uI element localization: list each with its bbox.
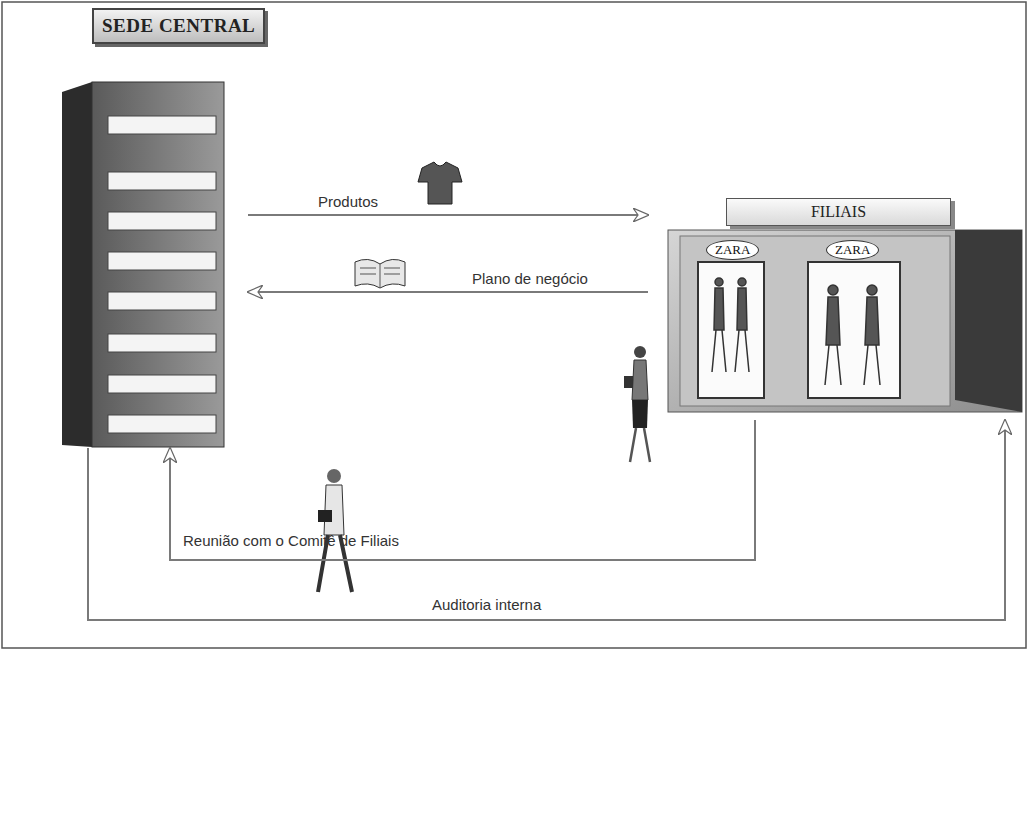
mannequins <box>825 345 841 385</box>
store-building <box>698 262 764 398</box>
book-icon <box>355 259 405 288</box>
mannequins <box>826 297 840 345</box>
headquarters-building <box>108 415 216 433</box>
headquarters-building <box>108 116 216 433</box>
book-icon <box>360 264 400 288</box>
woman-figure <box>630 428 650 462</box>
mannequins <box>867 285 877 295</box>
mannequins <box>738 278 746 286</box>
flow-arrow <box>88 420 1005 620</box>
store-building <box>668 230 1022 412</box>
mannequins <box>715 278 723 286</box>
headquarters-building <box>108 292 216 310</box>
woman-figure <box>634 346 646 358</box>
store-building <box>668 230 1022 412</box>
woman-figure <box>624 346 650 462</box>
mannequins <box>865 297 879 345</box>
book-icon <box>355 259 405 288</box>
store-brand-sign: ZARA <box>826 240 879 260</box>
store-building <box>955 230 1022 412</box>
headquarters-building <box>108 252 216 270</box>
headquarters-building <box>62 82 92 447</box>
woman-figure <box>624 376 633 388</box>
mannequins <box>737 288 747 330</box>
tshirt-icon <box>418 162 462 204</box>
headquarters-building <box>92 82 224 447</box>
headquarters-building <box>108 172 216 190</box>
man-figure <box>318 469 352 592</box>
headquarters-building <box>62 82 224 447</box>
headquarters-node: SEDE CENTRAL <box>58 8 248 448</box>
man-figure <box>327 469 341 483</box>
mannequins <box>864 345 880 385</box>
mannequins <box>712 278 880 385</box>
arrow-label: Auditoria interna <box>432 596 541 613</box>
man-figure <box>318 510 332 522</box>
woman-figure <box>632 360 648 400</box>
arrow-label: Plano de negócio <box>472 270 588 287</box>
flow-arrow <box>170 420 755 560</box>
store-brand-sign: ZARA <box>706 240 759 260</box>
arrow-label: Produtos <box>318 193 378 210</box>
mannequins <box>714 288 724 330</box>
headquarters-building <box>108 116 216 134</box>
store-building <box>808 262 900 398</box>
arrow-label: Reunião com o Comitê de Filiais <box>183 532 399 549</box>
branch-store-node: FILIAIS <box>648 195 1026 420</box>
frame <box>2 2 1026 648</box>
woman-figure <box>632 400 648 428</box>
flow-arrow <box>248 214 648 216</box>
building-sign: SEDE CENTRAL <box>92 8 265 44</box>
mannequins <box>735 330 749 372</box>
headquarters-building <box>108 334 216 352</box>
store-sign: FILIAIS <box>726 198 951 226</box>
flow-arrow <box>248 291 648 293</box>
mannequins <box>828 285 838 295</box>
tshirt-icon <box>418 162 462 204</box>
store-building <box>680 236 950 406</box>
headquarters-building <box>108 212 216 230</box>
mannequins <box>712 330 726 372</box>
headquarters-building <box>108 375 216 393</box>
